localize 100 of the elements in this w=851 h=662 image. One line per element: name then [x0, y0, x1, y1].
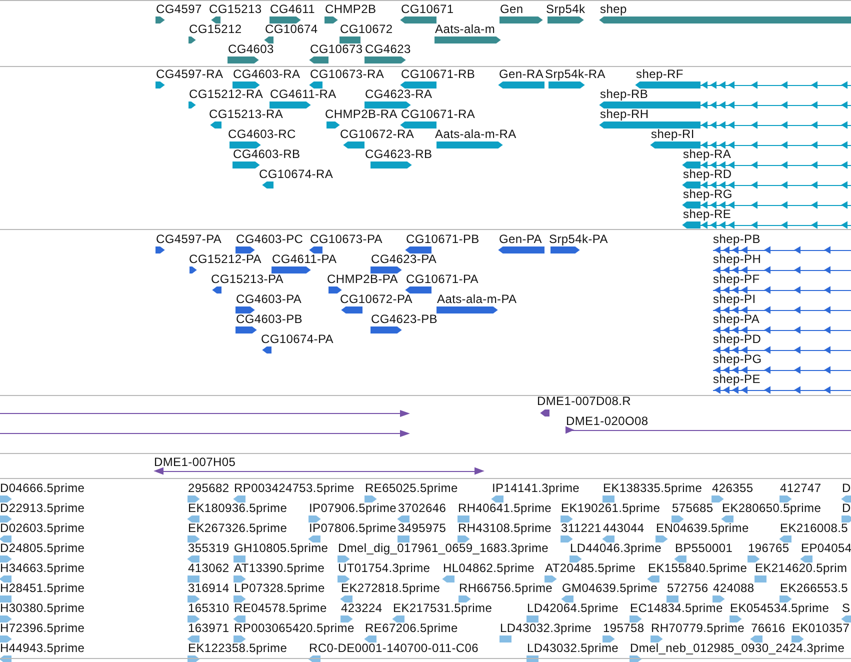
- feature-label: CG10672: [340, 23, 393, 36]
- feature-label: D: [842, 482, 851, 495]
- feature-label: CG4597-PA: [156, 233, 222, 246]
- feature-label: shep-PA: [713, 313, 760, 326]
- feature-label: IP07906.5prime: [309, 502, 397, 515]
- feature-label: EK155840.5prime: [648, 562, 748, 575]
- feature-label: EN04639.5prime: [656, 522, 749, 535]
- feature-label: LP07328.5prime: [234, 582, 325, 595]
- feature-label: CG4623-RB: [365, 148, 432, 161]
- feature-label: shep-PI: [713, 293, 756, 306]
- feature-label: RH66756.5prime: [459, 582, 553, 595]
- feature-label: H30380.5prime: [0, 602, 85, 615]
- feature-label: LD43032.5prime: [527, 642, 619, 655]
- feature-label: D24805.5prime: [0, 542, 85, 555]
- feature-label: GM04639.5prime: [562, 582, 658, 595]
- feature-label: shep-RI: [651, 128, 694, 141]
- feature-label: 355319: [188, 542, 230, 555]
- feature-label: CG4603-RC: [228, 128, 296, 141]
- feature-label: CHMP2B-PA: [327, 273, 398, 286]
- feature-label: shep-RF: [636, 68, 684, 81]
- feature-label: CG4597-RA: [156, 68, 224, 81]
- feature-label: CG15212-PA: [189, 253, 262, 266]
- feature-label: 426355: [712, 482, 754, 495]
- feature-label: H44943.5prime: [0, 642, 85, 655]
- feature-label: CG15212: [189, 23, 242, 36]
- feature-label: shep-RG: [683, 188, 732, 201]
- feature-label: CG10672-PA: [340, 293, 412, 306]
- feature-label: shep-PD: [713, 333, 762, 346]
- feature-label: 316914: [188, 582, 230, 595]
- feature-label: H28451.5prime: [0, 582, 85, 595]
- feature-label: RP003065420.5prime: [234, 622, 354, 635]
- feature-label: 412747: [780, 482, 822, 495]
- feature-label: EK122358.5prime: [188, 642, 288, 655]
- feature-label: CG10673-PA: [310, 233, 382, 246]
- feature-label: CHMP2B-RA: [325, 108, 398, 121]
- feature-label: CG10671-RA: [401, 108, 476, 121]
- feature-label: H72396.5prime: [0, 622, 85, 635]
- feature-label: Srp54k-PA: [549, 233, 608, 246]
- feature-label: 572756: [667, 582, 708, 595]
- feature-label: CG10673: [310, 43, 363, 56]
- feature-label: EK010357: [792, 622, 850, 635]
- feature-label: RP003424753.5prime: [234, 482, 354, 495]
- feature-label: 195758: [603, 622, 644, 635]
- feature-label: DME1-020O08: [566, 415, 648, 428]
- feature-label: 423224: [341, 602, 382, 615]
- feature-label: Aats-ala-m: [435, 23, 496, 36]
- feature-label: D04666.5prime: [0, 482, 85, 495]
- feature-label: CG4597: [156, 3, 202, 16]
- feature-label: CG10673-RA: [310, 68, 384, 81]
- feature-label: AT20485.5prime: [545, 562, 636, 575]
- feature-label: CG10674: [265, 23, 318, 36]
- feature-label: Srp54k-RA: [545, 68, 606, 81]
- feature-label: EK267326.5prime: [188, 522, 288, 535]
- feature-label: CG4603-PB: [236, 313, 302, 326]
- feature-label: CG10674-RA: [259, 168, 334, 181]
- feature-label: Gen: [500, 3, 524, 16]
- feature-label: EK272818.5prime: [341, 582, 440, 595]
- feature-label: DME1-007D08.R: [537, 395, 631, 408]
- feature-label: 413062: [188, 562, 230, 575]
- feature-label: RE04578.5prime: [234, 602, 327, 615]
- feature-label: D: [842, 502, 851, 515]
- feature-label: D22913.5prime: [0, 502, 85, 515]
- feature-label: EK266553.5: [780, 582, 848, 595]
- feature-label: Gen-RA: [499, 68, 544, 81]
- feature-label: shep-RE: [683, 208, 732, 221]
- feature-label: CG15213: [209, 3, 262, 16]
- feature-label: D02603.5prime: [0, 522, 85, 535]
- feature-label: CG10671: [401, 3, 454, 16]
- feature-label: shep-PF: [713, 273, 760, 286]
- feature-label: RE67206.5prime: [365, 622, 458, 635]
- feature-label: 3495975: [398, 522, 446, 535]
- feature-label: CG4611: [270, 3, 316, 16]
- feature-label: shep-RB: [600, 88, 648, 101]
- feature-label: CG4623-RA: [365, 88, 432, 101]
- feature-label: shep: [600, 3, 627, 16]
- feature-label: Aats-ala-m-RA: [435, 128, 516, 141]
- feature-label: H34663.5prime: [0, 562, 85, 575]
- feature-label: UT01754.3prime: [338, 562, 430, 575]
- feature-label: CG15213-PA: [211, 273, 284, 286]
- feature-label: shep-RD: [683, 168, 732, 181]
- feature-label: IP07806.5prime: [309, 522, 397, 535]
- feature-label: 76616: [751, 622, 786, 635]
- feature-label: EC14834.5prime: [630, 602, 723, 615]
- feature-label: 165310: [188, 602, 230, 615]
- feature-label: shep-PG: [713, 353, 762, 366]
- feature-label: CG10671-RB: [401, 68, 476, 81]
- feature-label: CG4611-RA: [270, 88, 336, 101]
- feature-label: CG10674-PA: [261, 333, 334, 346]
- feature-label: CHMP2B: [325, 3, 376, 16]
- feature-label: GH10805.5prime: [234, 542, 328, 555]
- feature-label: EK217531.5prime: [393, 602, 492, 615]
- feature-label: BP550001: [675, 542, 733, 555]
- feature-label: CG4603-PA: [236, 293, 302, 306]
- feature-label: 424088: [713, 582, 754, 595]
- feature-label: shep-RA: [683, 148, 732, 161]
- feature-label: EK190261.5prime: [561, 502, 660, 515]
- feature-label: CG4623-PA: [371, 253, 437, 266]
- feature-label: 311221: [561, 522, 602, 535]
- feature-label: Dmel_neb_012985_0930_2424.3prime: [630, 642, 845, 655]
- feature-label: 3702646: [398, 502, 446, 515]
